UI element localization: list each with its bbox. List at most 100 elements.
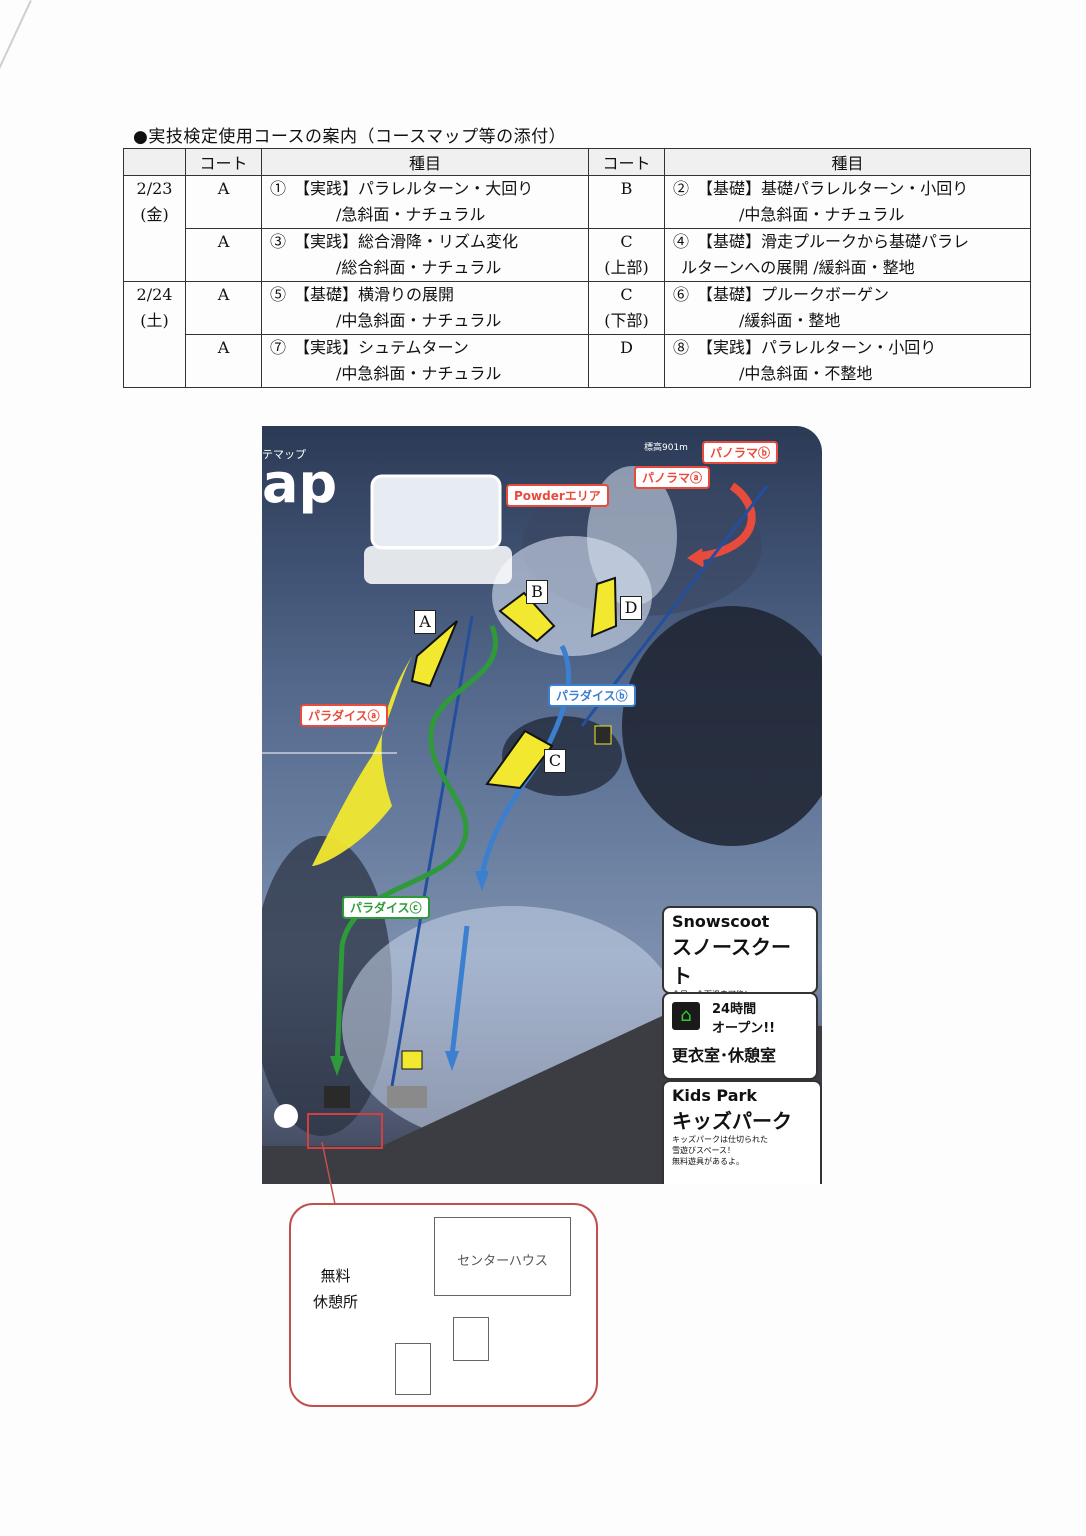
- table-header-row: コート 種目 コート 種目: [123, 148, 1031, 176]
- kids-park-note-3: 無料遊具があるよ。: [672, 1157, 744, 1166]
- item-line-2: /中急斜面・ナチュラル: [336, 311, 502, 330]
- panorama-course: [701, 482, 756, 560]
- table-row: A ⑦ 【実践】シュテムターン/中急斜面・ナチュラル D ⑧ 【実践】パラレルタ…: [124, 334, 1031, 388]
- item-cell: ② 【基礎】基礎パラレルターン・小回り/中急斜面・ナチュラル: [664, 175, 1031, 229]
- locker-hours: 24時間: [712, 1002, 757, 1017]
- map-title-fragment: ap: [262, 452, 338, 515]
- snowman-icon: [274, 1104, 298, 1128]
- course-table: コート 種目 コート 種目 2/23 (金) A ① 【実践】パラレルターン・大回…: [123, 148, 1031, 388]
- kids-park-title-en: Kids Park: [672, 1086, 758, 1105]
- kids-park-panel: Kids Park キッズパーク キッズパークは仕切られた 雪遊びスペース！ 無…: [662, 1080, 822, 1184]
- header-item-2: 種目: [664, 148, 1031, 176]
- item-cell: ⑦ 【実践】シュテムターン/中急斜面・ナチュラル: [261, 334, 589, 388]
- kids-park-note-1: キッズパークは仕切られた: [672, 1135, 768, 1144]
- small-building-box: [395, 1343, 431, 1395]
- rest-area-inset: センターハウス 無料 休憩所: [289, 1203, 598, 1407]
- building-icon: [594, 725, 612, 745]
- table-row: 2/24(土) A ⑤ 【基礎】横滑りの展開/中急斜面・ナチュラル C(下部) …: [123, 281, 1031, 388]
- snowscoot-title-jp: スノースクート: [672, 935, 791, 988]
- weekday: (土): [140, 311, 169, 330]
- item-line-1: ③ 【実践】総合滑降・リズム変化: [270, 232, 519, 251]
- court-cell: B: [588, 175, 665, 229]
- item-line-2: /中急斜面・ナチュラル: [739, 205, 905, 224]
- court-code: A: [217, 232, 230, 251]
- arrow-head: [475, 871, 489, 891]
- court-code: C: [620, 232, 633, 251]
- item-line-2: ルターンへの展開 /緩斜面・整地: [681, 258, 915, 277]
- date: 2/24: [136, 285, 173, 304]
- item-line-1: ⑧ 【実践】パラレルターン・小回り: [673, 338, 937, 357]
- paradise-c-course: [334, 625, 498, 1067]
- court-code: C: [620, 285, 633, 304]
- court-b-label: B: [526, 580, 548, 604]
- court-code: A: [217, 179, 230, 198]
- court-c-label: C: [544, 749, 566, 773]
- locker-panel: ⌂ 24時間 オープン!! 更衣室･休憩室: [662, 992, 818, 1080]
- court-section: (上部): [604, 258, 649, 277]
- court-a-label: A: [414, 610, 436, 634]
- rest-area-highlight: [307, 1113, 383, 1149]
- court-cell: D: [588, 334, 665, 388]
- weekday: (金): [140, 205, 169, 224]
- altitude-label: 標高901m: [644, 443, 688, 453]
- item-line-1: ① 【実践】パラレルターン・大回り: [270, 179, 534, 198]
- court-a-marker: [410, 620, 458, 688]
- panorama-b-label: パノラマⓑ: [702, 441, 779, 464]
- center-house-label: センターハウス: [457, 1254, 548, 1269]
- small-building-box: [453, 1317, 489, 1361]
- item-line-1: ⑥ 【基礎】プルークボーゲン: [673, 285, 890, 304]
- header-item-1: 種目: [261, 148, 589, 176]
- item-line-2: /中急斜面・ナチュラル: [336, 364, 502, 383]
- header-date: [123, 148, 186, 176]
- date: 2/23: [136, 179, 173, 198]
- scan-artifact-line: [0, 0, 32, 119]
- paradise-a-course: [312, 656, 412, 866]
- rest-line-1: 無料: [320, 1267, 351, 1285]
- court-cell: C (下部): [588, 281, 665, 335]
- paradise-b-course: [449, 925, 470, 1057]
- arrow-head: [445, 1051, 459, 1071]
- item-cell: ⑥ 【基礎】プルークボーゲン/緩斜面・整地: [664, 281, 1031, 335]
- arrow-head: [330, 1056, 344, 1076]
- header-court-1: コート: [185, 148, 262, 176]
- forest-area: [622, 606, 822, 846]
- photo-caption: [364, 546, 512, 584]
- free-rest-area-label: 無料 休憩所: [313, 1263, 358, 1315]
- center-house-box: センターハウス: [434, 1217, 571, 1296]
- item-line-2: /総合斜面・ナチュラル: [336, 258, 502, 277]
- court-d-marker: [590, 576, 618, 638]
- snowscoot-title-en: Snowscoot: [672, 912, 770, 931]
- rest-line-2: 休憩所: [313, 1293, 359, 1311]
- court-cell: A: [185, 334, 262, 388]
- kids-park-title-jp: キッズパーク: [672, 1109, 792, 1133]
- building-icon: [401, 1050, 423, 1070]
- court-cell: A: [185, 175, 262, 229]
- paradise-b-label: パラダイスⓑ: [548, 684, 636, 707]
- header-court-2: コート: [588, 148, 665, 176]
- powder-area-label: Powderエリア: [506, 484, 609, 507]
- ski-course-map: ap テマップ 標高901m パノラマⓑ パノラマⓐ Powderエリア パラダ…: [262, 426, 822, 1184]
- item-cell: ③ 【実践】総合滑降・リズム変化/総合斜面・ナチュラル: [261, 228, 589, 282]
- item-line-1: ② 【基礎】基礎パラレルターン・小回り: [673, 179, 969, 198]
- court-code: A: [217, 285, 230, 304]
- court-c-marker: [485, 729, 554, 790]
- hanger-icon: ⌂: [672, 1002, 700, 1030]
- court-code: A: [217, 338, 230, 357]
- court-cell: C (上部): [588, 228, 665, 282]
- court-section: (下部): [604, 311, 649, 330]
- item-cell: ① 【実践】パラレルターン・大回り/急斜面・ナチュラル: [261, 175, 589, 229]
- building-icon: [324, 1086, 350, 1108]
- section-heading: ●実技検定使用コースの案内（コースマップ等の添付）: [133, 127, 567, 147]
- item-line-1: ⑤ 【基礎】横滑りの展開: [270, 285, 455, 304]
- court-b-marker: [498, 591, 556, 643]
- court-d-label: D: [620, 596, 642, 620]
- date-cell: 2/23 (金): [123, 175, 186, 282]
- map-title-small: テマップ: [262, 448, 306, 461]
- item-cell: ⑧ 【実践】パラレルターン・小回り/中急斜面・不整地: [664, 334, 1031, 388]
- court-cell: A: [185, 281, 262, 335]
- table-row: A ③ 【実践】総合滑降・リズム変化/総合斜面・ナチュラル C(上部) ④ 【基…: [124, 228, 1031, 282]
- item-line-2: /急斜面・ナチュラル: [336, 205, 486, 224]
- snowscoot-panel: Snowscoot スノースクート 全日・全面滑走可能！: [662, 906, 818, 999]
- table-row: 2/23(金) A ① 【実践】パラレルターン・大回り/急斜面・ナチュラル B …: [123, 175, 1031, 282]
- snow-slope: [587, 466, 677, 606]
